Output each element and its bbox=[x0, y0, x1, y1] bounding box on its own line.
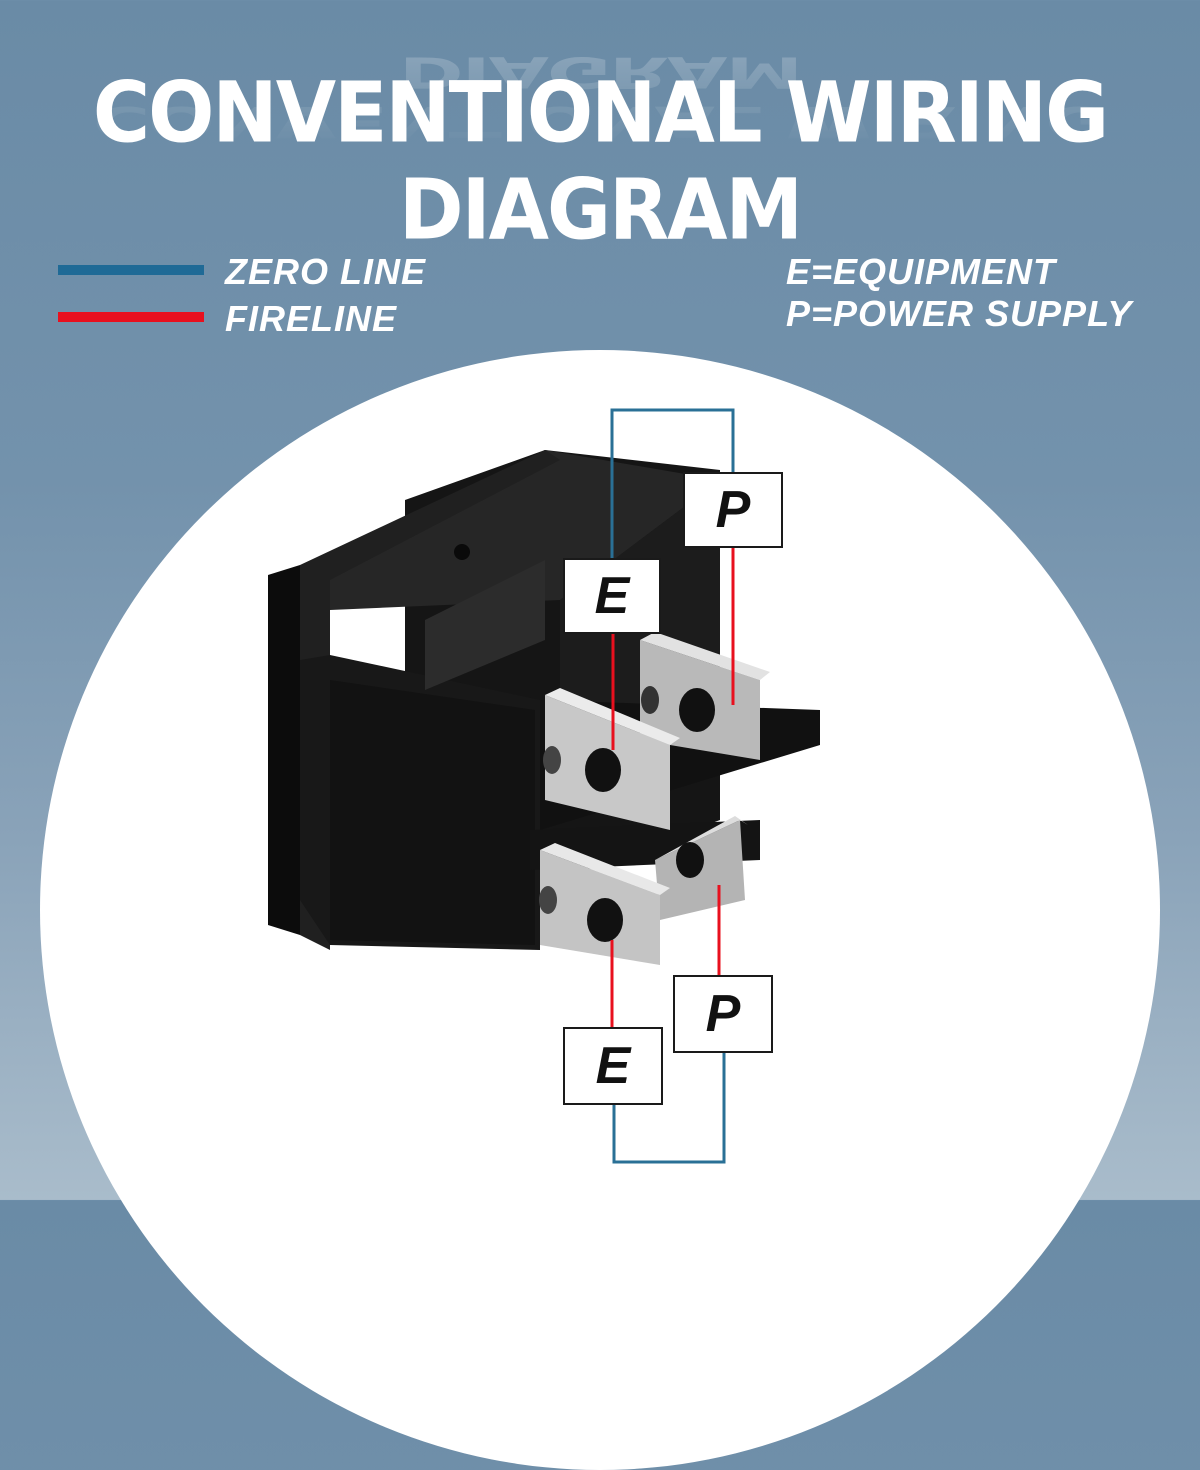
equipment-key: E=EQUIPMENT bbox=[786, 251, 1057, 292]
switch-top-face bbox=[330, 450, 720, 610]
fireline-swatch bbox=[58, 312, 204, 322]
bezel-edge bbox=[268, 565, 300, 935]
diagram-title: CONVENTIONAL WIRING DIAGRAM bbox=[92, 64, 1109, 260]
terminal-upper-right bbox=[640, 632, 770, 760]
housing-hole bbox=[454, 544, 470, 560]
fireline-label: FIRELINE bbox=[225, 298, 398, 339]
rocker-front bbox=[330, 680, 535, 945]
zero-line-swatch bbox=[58, 265, 204, 275]
printed-rating-area bbox=[425, 560, 545, 690]
top-power-supply-label: P bbox=[683, 472, 783, 548]
terminal-lower-right bbox=[655, 816, 748, 920]
zero-line-label: ZERO LINE bbox=[225, 251, 427, 292]
terminal-upper-left bbox=[543, 688, 680, 830]
bottom-equipment-label: E bbox=[563, 1027, 663, 1105]
bottom-power-supply-label: P bbox=[673, 975, 773, 1053]
zero-line-bottom-wire bbox=[612, 1052, 726, 1164]
zero-line-top-wire bbox=[610, 408, 735, 560]
power-supply-key: P=POWER SUPPLY bbox=[786, 293, 1133, 334]
terminal-lower-left bbox=[539, 843, 670, 965]
top-equipment-label: E bbox=[563, 558, 661, 634]
